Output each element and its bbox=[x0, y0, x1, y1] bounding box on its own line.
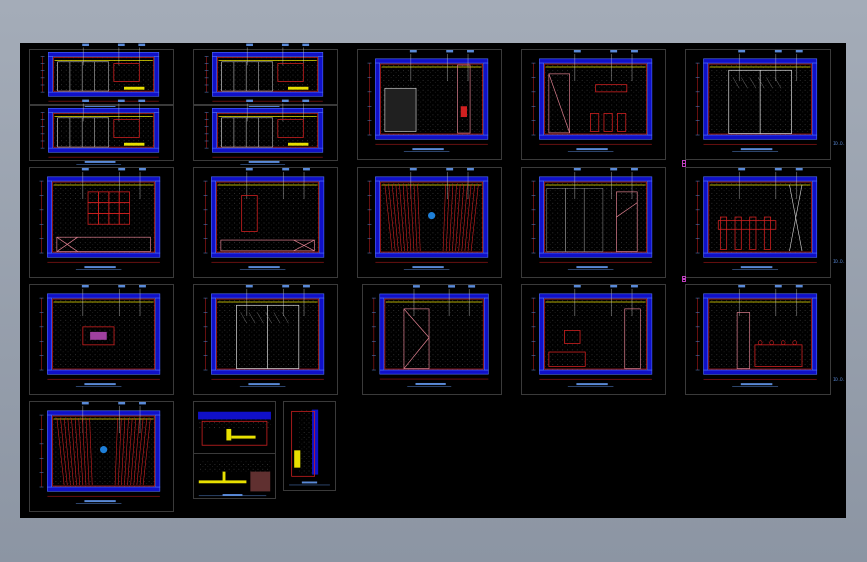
elevation-drawing bbox=[367, 167, 489, 270]
elevation-drawing bbox=[40, 99, 160, 165]
elevation-sheet-3[interactable] bbox=[357, 49, 502, 160]
elevation-sheet-8[interactable] bbox=[357, 167, 502, 278]
elevation-sheet-7[interactable] bbox=[193, 167, 338, 278]
elevation-sheet-b2[interactable] bbox=[193, 99, 338, 165]
elevation-drawing bbox=[203, 167, 325, 270]
elevation-drawing bbox=[531, 49, 653, 152]
cad-model-space[interactable]: ID.D. ID.D. ID.D. bbox=[20, 43, 846, 518]
elevation-sheet-4[interactable] bbox=[521, 49, 666, 160]
elevation-sheet-6[interactable] bbox=[29, 167, 174, 278]
elevation-drawing bbox=[367, 49, 489, 152]
elevation-drawing bbox=[204, 99, 324, 165]
elevation-drawing bbox=[39, 167, 161, 270]
elevation-sheet-9[interactable] bbox=[521, 167, 666, 278]
elevation-sheet-1[interactable] bbox=[29, 43, 174, 109]
elevation-sheet-13[interactable] bbox=[362, 284, 502, 395]
sheet-side-note: ID.D. bbox=[833, 141, 846, 146]
elevation-sheet-2[interactable] bbox=[193, 43, 338, 109]
elevation-sheet-14[interactable] bbox=[521, 284, 666, 395]
elevation-sheet-12[interactable] bbox=[193, 284, 338, 395]
elevation-drawing bbox=[531, 167, 653, 270]
elevation-drawing bbox=[695, 284, 818, 387]
elevation-drawing bbox=[40, 43, 160, 109]
detail-section-sheet-18[interactable] bbox=[283, 401, 336, 491]
elevation-sheet-15[interactable] bbox=[685, 284, 831, 395]
elevation-sheet-11[interactable] bbox=[29, 284, 174, 395]
elevation-sheet-5[interactable] bbox=[685, 49, 831, 160]
layout-marker bbox=[682, 160, 686, 164]
elevation-sheet-b1[interactable] bbox=[29, 99, 174, 165]
elevation-drawing bbox=[198, 411, 271, 446]
elevation-drawing bbox=[39, 401, 161, 504]
layout-marker bbox=[682, 278, 686, 282]
elevation-drawing bbox=[371, 285, 489, 387]
sheet-side-note: ID.D. bbox=[833, 259, 846, 264]
elevation-drawing bbox=[289, 409, 330, 486]
elevation-drawing bbox=[203, 284, 325, 387]
elevation-drawing bbox=[39, 284, 161, 387]
elevation-drawing bbox=[531, 284, 653, 387]
elevation-drawing bbox=[695, 49, 818, 152]
elevation-sheet-16[interactable] bbox=[29, 401, 174, 512]
elevation-drawing bbox=[198, 460, 271, 497]
detail-section-sheet-19[interactable] bbox=[193, 453, 276, 499]
elevation-drawing bbox=[695, 167, 818, 270]
layout-marker bbox=[682, 276, 686, 280]
elevation-sheet-10[interactable] bbox=[685, 167, 831, 278]
elevation-drawing bbox=[204, 43, 324, 109]
sheet-side-note: ID.D. bbox=[833, 377, 846, 382]
